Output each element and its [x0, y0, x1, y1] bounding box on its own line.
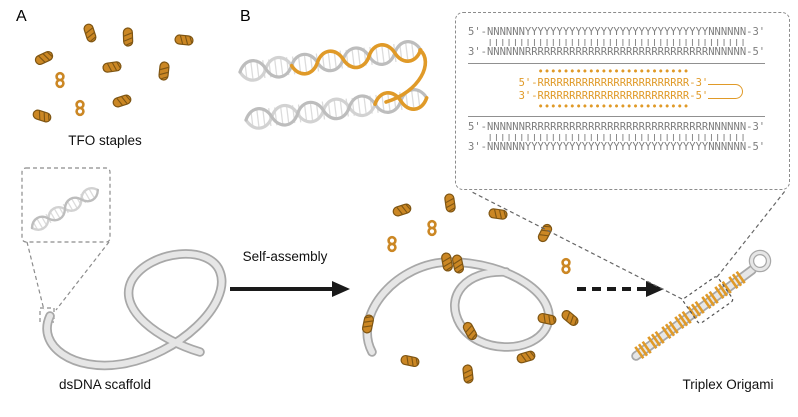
- tfo-staple-loop-icon: [55, 71, 65, 89]
- bound-staple-icon: [461, 320, 479, 342]
- tfo-strand-linker: [384, 48, 428, 104]
- tfo-staple-icon: [82, 22, 98, 44]
- tfo-staples-scatter: [31, 22, 195, 124]
- dna-helix-icon: [27, 183, 103, 235]
- tfo-staple-icon: [111, 93, 133, 109]
- tfo-hairpin-linker: [708, 84, 743, 99]
- tfo-staple-icon: [391, 202, 413, 218]
- tfo-staple-icon: [515, 349, 537, 365]
- tfo-staple-icon: [536, 222, 554, 244]
- duplex-top-strand2: 3'-NNNNNNRRRRRRRRRRRRRRRRRRRRRRRRRRRRRNN…: [468, 46, 766, 58]
- dna-helix-icon: [237, 38, 424, 84]
- tfo-strand-upper: [289, 43, 423, 76]
- tfo-staple-loop-icon: [387, 235, 397, 253]
- hoogsteen-bonds-bottom: ••••••••••••••••••••••••: [468, 103, 690, 112]
- duplex-bottom-pairing: ||||||||||||||||||||||||||||||||||||||||…: [468, 134, 747, 141]
- scaffold-end-loop-core: [750, 251, 770, 271]
- tfo-staple-icon: [559, 308, 581, 328]
- sequence-detail-box: 5'-NNNNNNYYYYYYYYYYYYYYYYYYYYYYYYYYYYYNN…: [455, 12, 790, 190]
- self-assembly-label: Self-assembly: [242, 249, 328, 264]
- bound-staple-icon: [451, 253, 465, 275]
- tfo-staple-icon: [487, 207, 509, 221]
- duplex-top-strand1: 5'-NNNNNNYYYYYYYYYYYYYYYYYYYYYYYYYYYYYNN…: [468, 26, 766, 38]
- tfo-staple-icon: [31, 108, 53, 124]
- tfo-staple-icon: [461, 363, 475, 385]
- tfo-staple-loop-icon: [561, 257, 571, 275]
- tfo-staple-icon: [157, 60, 171, 82]
- triplex-helix-drawing: [237, 38, 430, 132]
- duplex-top-pairing: ||||||||||||||||||||||||||||||||||||||||…: [468, 39, 747, 46]
- strand-line-bottom: [468, 116, 766, 117]
- duplex-bottom-strand1: 5'-NNNNNNRRRRRRRRRRRRRRRRRRRRRRRRRRRRRNN…: [468, 121, 766, 133]
- zoom-box-border: [21, 167, 111, 243]
- assembly-intermediate: [361, 192, 581, 385]
- tfo-staple-icon: [101, 60, 123, 74]
- tfo-strand2: 3'-RRRRRRRRRRRRRRRRRRRRRRRR-5': [468, 90, 709, 102]
- dsdna-scaffold-label: dsDNA scaffold: [58, 377, 152, 392]
- tfo-staple-icon: [443, 192, 457, 214]
- tfo-staples-label: TFO staples: [68, 133, 142, 148]
- tfo-staple-icon: [173, 33, 195, 47]
- panel-label-b: B: [240, 8, 251, 25]
- hoogsteen-bonds-top: ••••••••••••••••••••••••: [468, 68, 690, 77]
- dsdna-scaffold-drawing: [42, 249, 227, 371]
- tfo-staple-loop-icon: [75, 99, 85, 117]
- scaffold-zoom-inset: [21, 167, 111, 323]
- triplex-origami-drawing: [469, 190, 786, 361]
- duplex-bottom-strand2: 3'-NNNNNNYYYYYYYYYYYYYYYYYYYYYYYYYYYYYNN…: [468, 141, 766, 153]
- tfo-staple-icon: [399, 354, 421, 368]
- self-assembly-arrow: [230, 281, 350, 297]
- tfo-staple-icon: [361, 313, 375, 335]
- product-zoom-box: [682, 276, 734, 324]
- tfo-staple-icon: [33, 49, 55, 67]
- condensation-arrow: [577, 281, 664, 297]
- tfo-staple-loop-icon: [427, 219, 437, 237]
- strand-line-top: [468, 63, 766, 64]
- tfo-staple-icon: [122, 27, 134, 47]
- tfo-strand-lower: [373, 91, 429, 111]
- bound-staple-icon: [440, 251, 454, 273]
- tfo-strand1: 5'-RRRRRRRRRRRRRRRRRRRRRRRR-3': [468, 77, 709, 89]
- bound-staple-icon: [536, 312, 558, 326]
- panel-label-a: A: [16, 8, 27, 25]
- product-zoom-connectors: [469, 190, 786, 300]
- triplex-origami-label: Triplex Origami: [682, 377, 774, 392]
- zoom-connector-lines: [26, 241, 110, 311]
